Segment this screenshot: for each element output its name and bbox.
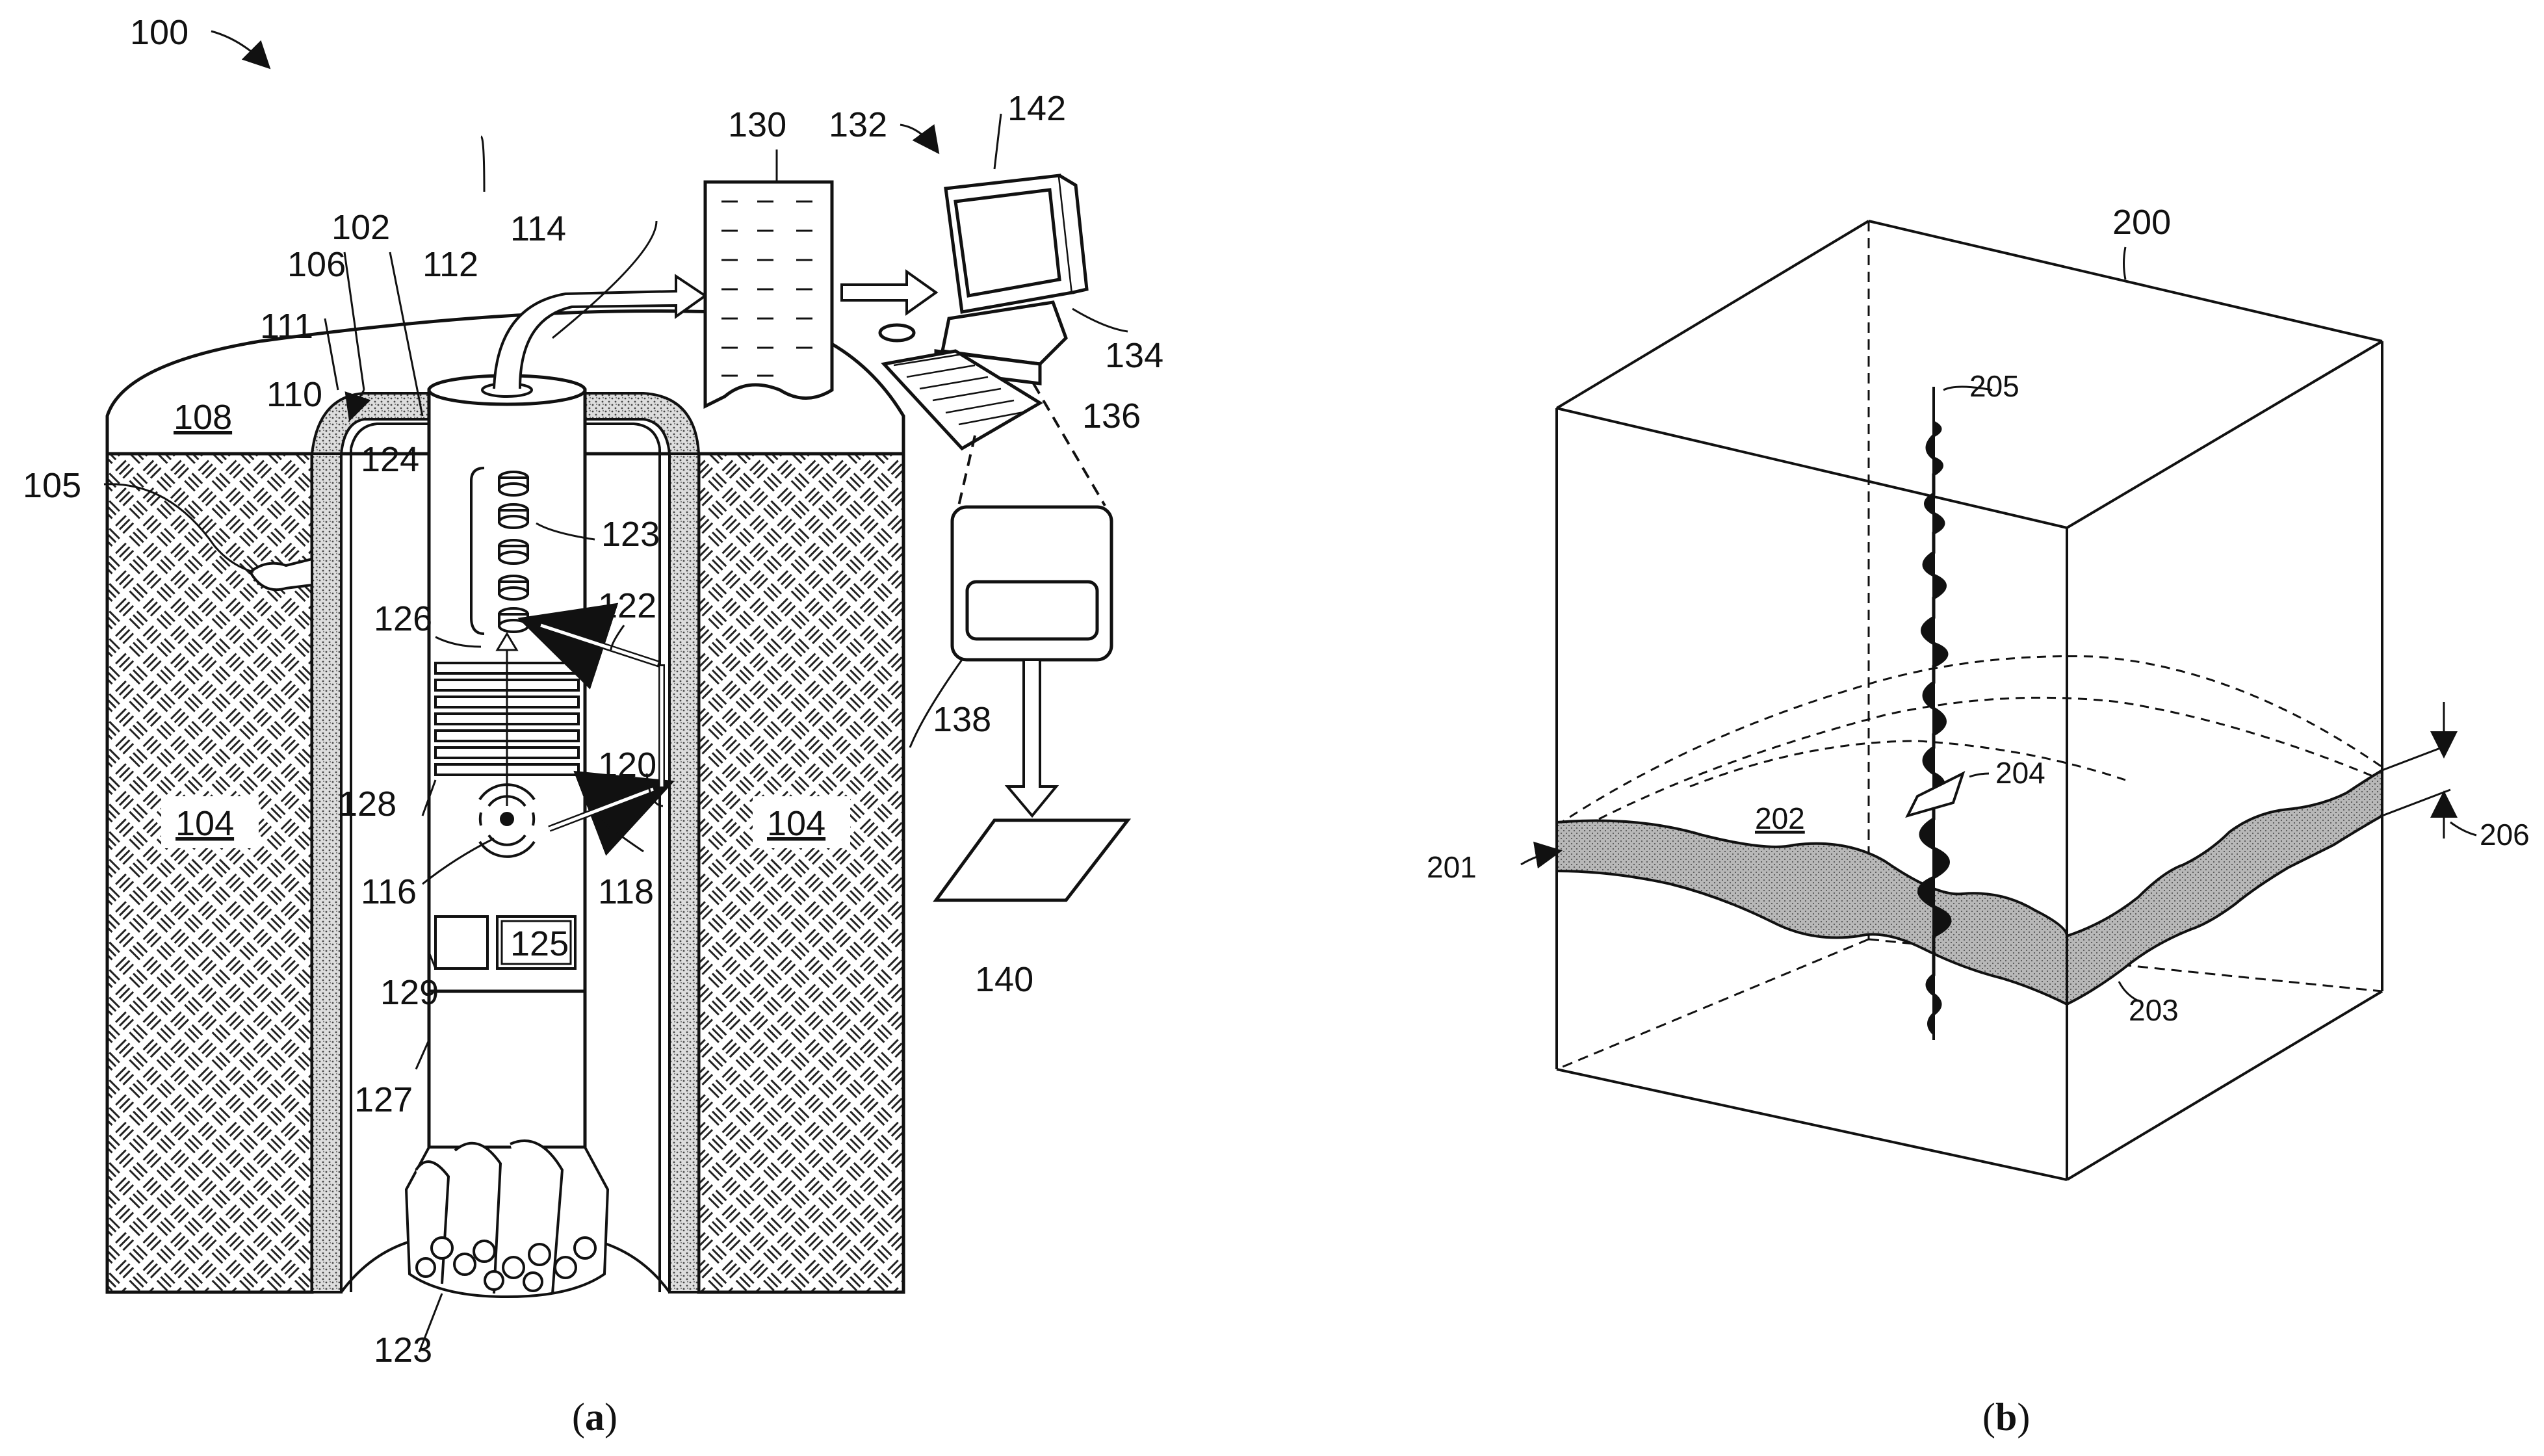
radiation-arrow-head	[495, 632, 519, 651]
label-112: 112	[422, 245, 478, 284]
mud-return-line	[493, 274, 708, 389]
data-arrow-tank-computer	[840, 269, 939, 316]
cement-right	[668, 452, 700, 1294]
panel-a: 100 102 106 111 110 108 105 104 104 112 …	[23, 13, 1163, 1438]
thickness-tick-bottom	[2382, 788, 2451, 817]
label-200: 200	[2112, 203, 2171, 242]
labels-b: 200 205 204 202 201 203 206 (b)	[1427, 203, 2530, 1438]
electronics-125-inner	[500, 920, 572, 965]
fracture-105	[248, 557, 313, 592]
label-132: 132	[829, 105, 887, 144]
link-dashed-right	[1032, 382, 1106, 507]
motor-127	[427, 989, 587, 1149]
label-125: 125	[510, 924, 569, 963]
processor-display-138	[965, 580, 1099, 641]
label-206: 206	[2480, 818, 2530, 852]
bracket-124	[470, 467, 485, 635]
layer-top-dashed-1	[1556, 655, 2383, 827]
reflection-marker-204	[1905, 771, 1966, 818]
well-log-wiggle-205	[1917, 421, 1952, 1035]
label-104-left: 104	[175, 804, 234, 843]
shield-stack	[434, 662, 580, 776]
label-111: 111	[260, 307, 313, 346]
layer-dashed-3	[1689, 740, 2126, 788]
label-106: 106	[287, 245, 346, 284]
output-sheet-140	[933, 818, 1132, 902]
casing-top	[350, 422, 661, 449]
mud-tank-130	[703, 180, 834, 410]
label-118: 118	[598, 872, 654, 911]
caption-a: (a)	[572, 1396, 617, 1438]
label-130: 130	[728, 105, 786, 144]
label-120: 120	[598, 746, 656, 785]
label-108: 108	[174, 398, 232, 437]
panel-b: 200 205 204 202 201 203 206 (b)	[1427, 203, 2530, 1438]
formation-right	[697, 452, 905, 1294]
radiation-path-118-inner	[549, 787, 654, 831]
electronics-129	[434, 915, 489, 970]
link-dashed-left	[957, 435, 976, 506]
label-114: 114	[510, 209, 566, 248]
label-136: 136	[1082, 396, 1141, 436]
cement-left	[311, 452, 343, 1294]
radiation-path-122-inner	[540, 623, 658, 666]
label-102: 102	[331, 208, 390, 247]
electronics-125	[496, 915, 577, 970]
label-205: 205	[1969, 369, 2019, 403]
label-bg-104-left	[161, 796, 259, 848]
caption-b: (b)	[1982, 1396, 2030, 1438]
formation-left	[105, 452, 314, 1294]
label-122: 122	[598, 586, 656, 625]
label-127: 127	[354, 1080, 413, 1119]
label-142: 142	[1007, 89, 1066, 128]
layer-band-side	[2066, 768, 2383, 1007]
label-105: 105	[23, 466, 81, 505]
leader-lines-a	[103, 30, 1128, 1353]
label-100: 100	[130, 13, 188, 52]
label-134: 134	[1105, 336, 1163, 375]
label-bg-104-right	[753, 796, 850, 848]
label-110: 110	[266, 375, 322, 414]
labels-a: 100 102 106 111 110 108 105 104 104 112 …	[23, 13, 1163, 1438]
layer-top-dashed-2	[1598, 696, 2383, 820]
label-123-top: 123	[601, 515, 660, 554]
label-104-right: 104	[767, 804, 825, 843]
label-204: 204	[1995, 756, 2045, 790]
label-202: 202	[1755, 801, 1805, 835]
thickness-tick-top	[2382, 743, 2451, 772]
label-128: 128	[338, 785, 396, 824]
label-123-bottom: 123	[374, 1331, 432, 1370]
label-116: 116	[361, 872, 417, 911]
label-138: 138	[933, 700, 991, 739]
label-129: 129	[380, 973, 439, 1012]
computer-132	[878, 174, 1089, 451]
label-203: 203	[2129, 993, 2179, 1027]
label-140: 140	[975, 960, 1033, 999]
label-126: 126	[374, 599, 432, 638]
output-arrow	[1004, 658, 1059, 818]
cube-edges	[1555, 220, 2383, 1181]
leader-lines-b	[1520, 246, 2477, 1002]
layer-band-201	[1555, 819, 2068, 1007]
label-124: 124	[361, 440, 419, 479]
drill-bit	[404, 1139, 610, 1299]
label-201: 201	[1427, 850, 1477, 884]
